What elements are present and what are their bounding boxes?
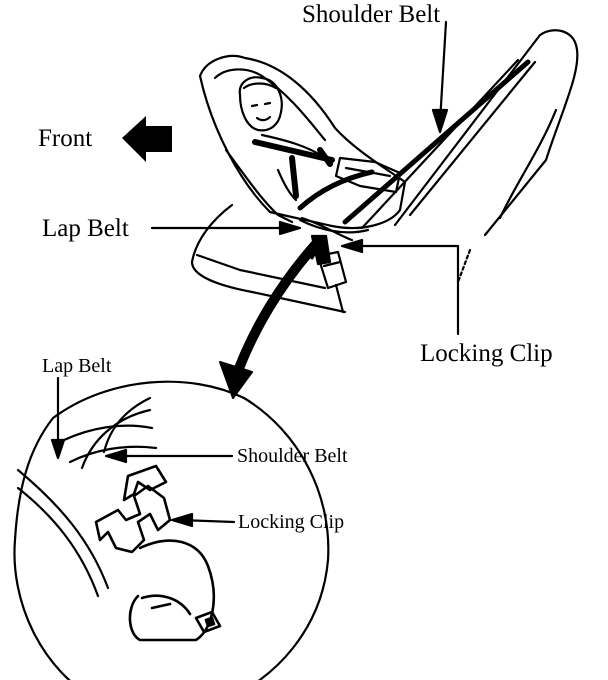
front-arrow-icon: [122, 116, 172, 162]
label-lap-belt-detail: Lap Belt: [42, 355, 112, 377]
callout-lap-belt-main: [150, 220, 302, 236]
shoulder-belt-band: [342, 58, 531, 230]
magnify-arrow: [219, 239, 321, 399]
label-front: Front: [38, 125, 93, 152]
child-seat-harness: [252, 139, 335, 199]
label-locking-clip-main: Locking Clip: [420, 340, 553, 367]
callout-locking-clip-detail: [170, 512, 236, 528]
label-locking-clip-detail: Locking Clip: [238, 511, 345, 533]
label-shoulder-belt-top: Shoulder Belt: [302, 1, 441, 28]
callout-shoulder-belt-detail: [104, 448, 234, 464]
lap-belt-band: [297, 169, 375, 242]
callout-locking-clip-main: [340, 238, 460, 336]
vehicle-seat-cushion: [190, 203, 347, 314]
detail-buckle: [128, 539, 222, 642]
detail-circle: [13, 380, 330, 680]
label-shoulder-belt-detail: Shoulder Belt: [237, 445, 348, 467]
label-lap-belt-main: Lap Belt: [42, 215, 129, 242]
vehicle-seat-back: [393, 29, 579, 284]
baby: [238, 76, 402, 202]
callout-lap-belt-detail: [50, 376, 66, 460]
detail-locking-clip: [94, 464, 172, 554]
detail-belts: [16, 396, 158, 598]
callout-shoulder-belt-top: [431, 20, 449, 134]
